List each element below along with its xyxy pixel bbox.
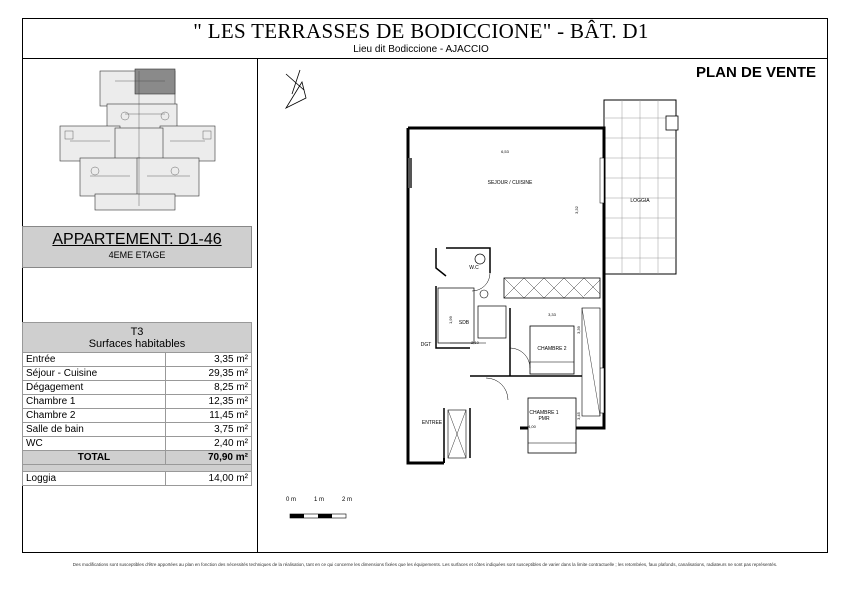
scale-tick: 2 m	[342, 497, 353, 503]
row-label: Chambre 2	[22, 408, 166, 423]
total-value: 70,90 m²	[164, 450, 253, 465]
loggia-paving	[604, 100, 676, 274]
north-arrow-icon	[284, 69, 307, 109]
total-label: TOTAL	[22, 450, 166, 465]
loggia-label: Loggia	[22, 471, 166, 486]
dimension-ch1-width: 3,45	[576, 411, 581, 420]
room-label-pmr: PMR	[538, 416, 550, 422]
row-label: Dégagement	[22, 380, 166, 395]
dimension-ch2-width: 3,33	[548, 312, 557, 317]
key-plan-image	[59, 68, 216, 211]
room-label-chambre1: CHAMBRE 1	[529, 410, 558, 416]
column-divider	[257, 58, 258, 553]
apartment-box: APPARTEMENT: D1-46 4EME ETAGE	[22, 226, 252, 268]
surfaces-table-header: T3 Surfaces habitables	[22, 322, 252, 353]
room-label-sejour: SEJOUR / CUISINE	[488, 180, 533, 186]
dimension-sdb-width: 2,10	[471, 340, 480, 345]
room-label-sdb: SDB	[459, 320, 470, 326]
room-label-dgt: DGT	[421, 342, 432, 348]
room-label-chambre2: CHAMBRE 2	[537, 346, 566, 352]
dimension-sejour-width: 6,53	[501, 149, 510, 154]
room-label-loggia: LOGGIA	[630, 198, 650, 204]
room-label-wc: W.C	[469, 265, 479, 271]
row-label: WC	[22, 436, 166, 451]
total-row: TOTAL 70,90 m²	[22, 450, 253, 465]
row-value: 8,25 m²	[164, 380, 253, 395]
floor-plan: SEJOUR / CUISINE LOGGIA W.C SDB DGT CHAM…	[406, 99, 679, 465]
row-value: 3,75 m²	[164, 422, 253, 437]
table-spacer	[22, 464, 252, 472]
footer-disclaimer: Des modifications sont susceptibles d'êt…	[72, 562, 778, 567]
row-value: 29,35 m²	[164, 366, 253, 381]
dimension-ch1-height: 4,00	[528, 424, 537, 429]
apartment-type: T3	[130, 326, 144, 338]
scale-tick: 0 m	[286, 497, 297, 503]
surfaces-heading: Surfaces habitables	[88, 338, 186, 350]
project-title: " LES TERRASSES DE BODICCIONE" - BÂT. D1	[193, 19, 649, 43]
row-value: 2,40 m²	[164, 436, 253, 451]
row-label: Salle de bain	[22, 422, 166, 437]
row-label: Séjour - Cuisine	[22, 366, 166, 381]
row-label: Chambre 1	[22, 394, 166, 409]
header-divider	[22, 58, 828, 59]
room-label-entree: ENTREE	[422, 420, 443, 426]
scale-tick: 1 m	[314, 497, 325, 503]
apartment-floor: 4EME ETAGE	[108, 250, 166, 260]
dimension-sdb-height: 1,99	[448, 315, 453, 324]
project-location: Lieu dit Bodiccione - AJACCIO	[353, 44, 489, 55]
row-value: 3,35 m²	[164, 352, 253, 367]
plan-label: PLAN DE VENTE	[695, 64, 816, 81]
row-label: Entrée	[22, 352, 166, 367]
scale-bar: 0 m 1 m 2 m	[286, 497, 356, 526]
page-frame	[22, 18, 828, 553]
loggia-row: Loggia 14,00 m²	[22, 471, 253, 486]
apartment-name: APPARTEMENT: D1-46	[52, 231, 222, 248]
loggia-value: 14,00 m²	[164, 471, 253, 486]
row-value: 11,45 m²	[164, 408, 253, 423]
dimension-ch2-height: 3,39	[576, 325, 581, 334]
dimension-sejour-height: 3,32	[574, 205, 579, 214]
row-value: 12,35 m²	[164, 394, 253, 409]
scale-bar-graphic	[289, 513, 347, 519]
